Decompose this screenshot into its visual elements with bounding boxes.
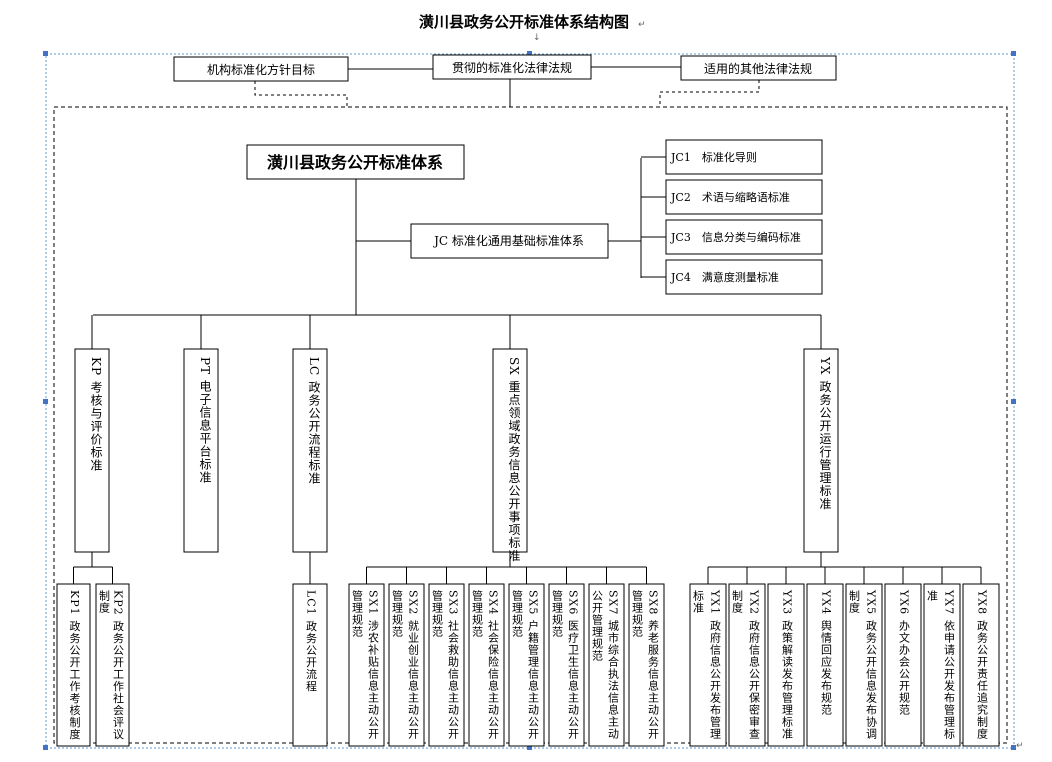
top-box-left: 机构标准化方针目标 [173, 56, 349, 82]
level1-box-sx: SX 重点领域政务信息公开事项标准 [492, 348, 528, 563]
leaf-label: KP2 政务公开工作社会评议 [112, 590, 125, 740]
level1-label: PT 电子信息平台标准 [198, 357, 212, 484]
leaf-label-cont: 制度 [731, 590, 744, 614]
leaf-label: YX3 政策解读发布管理标准 [781, 589, 794, 740]
level1-label: YX 政务公开运行管理标准 [818, 356, 832, 510]
top-box-right: 适用的其他法律法规 [680, 55, 837, 81]
jc-item: JC1 标准化导则 [665, 139, 823, 175]
return-mark: ↵ [638, 20, 646, 30]
leaf-label-cont: 制度 [98, 590, 111, 614]
leaf-label: LC1 政务公开流程 [305, 590, 318, 692]
level1-box-lc: LC 政务公开流程标准 [292, 348, 328, 553]
level1-label: LC 政务公开流程标准 [307, 357, 321, 485]
yx-item: YX8 政务公开责任追究制度 [962, 583, 1000, 747]
leaf-label-cont: 准 [926, 590, 939, 602]
leaf-label-cont: 标准 [692, 589, 705, 614]
level1-box-yx: YX 政务公开运行管理标准 [803, 348, 839, 553]
top-box-center: 贯彻的标准化法律法规 [432, 54, 592, 80]
svg-text:贯彻的标准化法律法规: 贯彻的标准化法律法规 [452, 60, 572, 75]
leaf-label: YX2 政府信息公开保密审查 [748, 589, 761, 740]
svg-text:机构标准化方针目标: 机构标准化方针目标 [207, 62, 315, 77]
leaf-label-cont: 管理规范 [351, 589, 364, 638]
leaf-label: SX4 社会保险信息主动公开 [487, 590, 500, 740]
leaf-label-cont: 管理规范 [511, 589, 524, 638]
leaf-label-cont: 管理规范 [471, 589, 484, 638]
svg-text:JC3 信息分类与编码标准: JC3 信息分类与编码标准 [670, 230, 801, 244]
leaf-label: SX8 养老服务信息主动公开 [647, 590, 660, 740]
svg-text:JC4 满意度测量标准: JC4 满意度测量标准 [670, 270, 779, 284]
leaf-label: YX5 政务公开信息发布协调 [865, 589, 878, 740]
leaf-label-cont: 管理规范 [551, 589, 564, 638]
svg-text:↵: ↵ [1016, 741, 1024, 751]
leaf-label: SX1 涉农补贴信息主动公开 [367, 590, 380, 740]
leaf-label: YX1 政府信息公开发布管理 [709, 589, 722, 740]
selection-handles[interactable] [43, 51, 1016, 750]
svg-text:JC1 标准化导则: JC1 标准化导则 [670, 150, 757, 164]
level1-box-kp: KP 考核与评价标准 [74, 348, 110, 553]
level1-groups: KP 考核与评价标准 PT 电子信息平台标准 LC 政务公开流程标准 SX 重点领域政… [74, 314, 839, 563]
lc-item: LC1 政务公开流程 [292, 583, 328, 747]
jc-items: JC1 标准化导则 JC2 术语与缩略语标准 JC3 信息分类与编码标准 JC4 满意… [641, 139, 823, 295]
level1-box-pt: PT 电子信息平台标准 [183, 348, 219, 553]
yx-item: YX6 办文办会公开规范 [884, 583, 922, 747]
leaf-label-cont: 公开管理规范 [591, 590, 604, 662]
jc-item: JC3 信息分类与编码标准 [665, 219, 823, 255]
level1-label: KP 考核与评价标准 [89, 357, 103, 472]
arrow-mark: ↓ [533, 33, 541, 43]
yx-item: YX4 舆情回应发布规范 [806, 583, 844, 747]
leaf-label: YX8 政务公开责任追究制度 [976, 589, 989, 740]
jc-box: JC 标准化通用基础标准体系 [410, 223, 609, 259]
yx-item: YX3 政策解读发布管理标准 [767, 583, 805, 747]
leaf-label: SX2 就业创业信息主动公开 [407, 590, 420, 740]
leaf-label-cont: 制度 [848, 590, 861, 614]
jc-item: JC2 术语与缩略语标准 [665, 179, 823, 215]
leaf-label: SX3 社会救助信息主动公开 [447, 590, 460, 740]
leaf-label-cont: 管理规范 [391, 589, 404, 638]
top-connectors [254, 66, 760, 107]
svg-text:JC 标准化通用基础标准体系: JC 标准化通用基础标准体系 [432, 234, 584, 248]
leaf-label-cont: 管理规范 [431, 589, 444, 638]
jc-item: JC4 满意度测量标准 [665, 259, 823, 295]
leaf-label: YX6 办文办会公开规范 [898, 589, 911, 716]
level1-label: SX 重点领域政务信息公开事项标准 [507, 357, 521, 563]
leaf-label: KP1 政务公开工作考核制度 [68, 590, 81, 740]
kp-item: KP1 政务公开工作考核制度 [56, 583, 91, 747]
svg-text:JC2 术语与缩略语标准: JC2 术语与缩略语标准 [670, 190, 790, 204]
leaf-label: YX7 依申请公开发布管理标 [943, 589, 956, 740]
svg-text:适用的其他法律法规: 适用的其他法律法规 [704, 61, 812, 76]
diagram-title: 潢川县政务公开标准体系结构图 [419, 13, 629, 31]
root-box: 潢川县政务公开标准体系 [246, 144, 465, 180]
leaf-label: YX4 舆情回应发布规范 [820, 589, 833, 716]
leaf-label: SX6 医疗卫生信息主动公开 [567, 590, 580, 740]
leaf-label: SX5 户籍管理信息主动公开 [527, 590, 540, 740]
jc-connectors [355, 158, 642, 315]
svg-text:潢川县政务公开标准体系: 潢川县政务公开标准体系 [267, 153, 443, 172]
leaf-label: SX7 城市综合执法信息主动 [607, 590, 620, 740]
leaf-label-cont: 管理规范 [631, 589, 644, 638]
